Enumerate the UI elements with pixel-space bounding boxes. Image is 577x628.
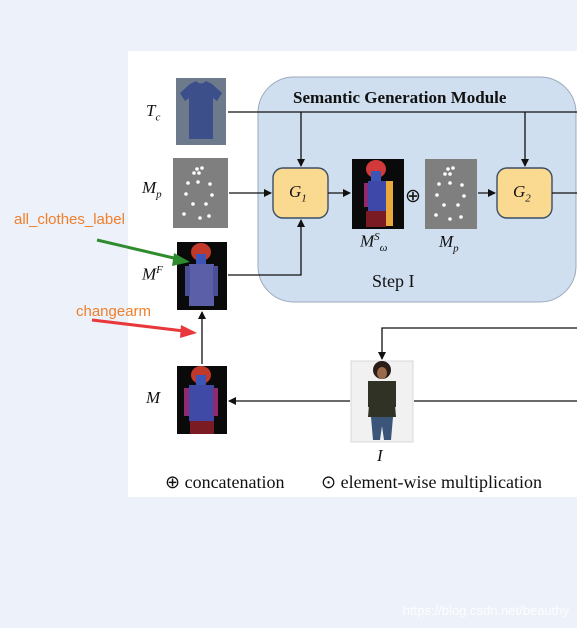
mp2-pose-image: [425, 159, 477, 229]
mp2-label: Mp: [439, 232, 459, 255]
connections: [198, 111, 577, 405]
annotation-all-clothes-label: all_clothes_label: [14, 211, 125, 228]
msw-segmentation-image: [352, 159, 404, 229]
annotation-changearm: changearm: [76, 303, 152, 320]
i-label: I: [377, 446, 383, 465]
legend-concatenation: ⊕ concatenation: [165, 472, 285, 492]
tc-shirt-image: [176, 78, 226, 145]
mf-segmentation-image: [177, 242, 227, 310]
step-label: Step I: [372, 271, 415, 291]
m-label: M: [146, 388, 161, 407]
semantic-generation-module-box: [257, 76, 577, 303]
m-segmentation-image: [177, 366, 227, 434]
watermark: https://blog.csdn.net/beauthy: [402, 603, 569, 618]
mf-label: MF: [142, 264, 163, 284]
module-title: Semantic Generation Module: [293, 88, 507, 107]
mp-label: Mp: [142, 178, 162, 201]
i-person-photo: [350, 360, 414, 443]
msw-label: MSω: [360, 231, 388, 255]
figure-panel: Semantic Generation Module G1 G2 ⊕ MSω M…: [128, 51, 577, 497]
generator-1-label: G1: [289, 182, 307, 205]
diagram-canvas: [173, 76, 577, 443]
tc-label: Tc: [146, 101, 161, 124]
legend-element-wise-multiplication: ⊙ element-wise multiplication: [321, 472, 543, 492]
mp-pose-image: [173, 158, 228, 228]
generator-2-label: G2: [513, 182, 531, 205]
concat-symbol: ⊕: [405, 186, 421, 207]
